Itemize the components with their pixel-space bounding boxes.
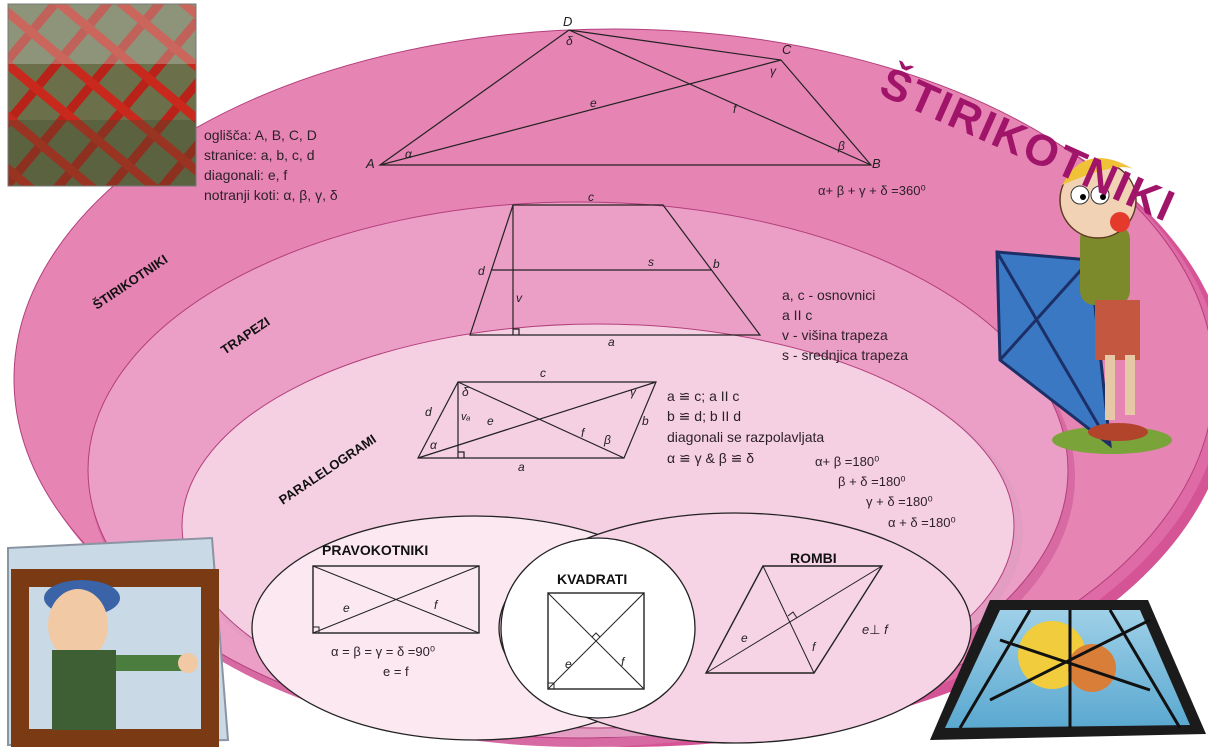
label-rombi: ROMBI bbox=[790, 550, 837, 566]
angle-alpha: α bbox=[405, 147, 412, 161]
rect-e: e bbox=[343, 601, 350, 615]
para-sum-3: γ + δ =180⁰ bbox=[866, 492, 933, 511]
para-info-3: diagonali se razpolavljata bbox=[667, 428, 824, 447]
vertex-C: C bbox=[782, 42, 791, 57]
quad-info-3: diagonali: e, f bbox=[204, 166, 287, 185]
trapez-b: b bbox=[713, 257, 720, 271]
para-d: d bbox=[425, 405, 432, 419]
rect-f: f bbox=[434, 598, 437, 612]
angle-beta: β bbox=[838, 139, 845, 153]
rect-info-2: e = f bbox=[383, 662, 409, 681]
region-kvadrati bbox=[501, 538, 695, 718]
trapez-info-3: v - višina trapeza bbox=[782, 326, 888, 345]
trapez-info-2: a II c bbox=[782, 306, 812, 325]
square-f: f bbox=[621, 655, 624, 669]
rhombus-f: f bbox=[812, 640, 815, 654]
para-f: f bbox=[581, 426, 584, 440]
trapez-v: v bbox=[516, 291, 522, 305]
red-lattice-photo bbox=[8, 4, 196, 186]
quad-info-2: stranice: a, b, c, d bbox=[204, 146, 315, 165]
trapez-a: a bbox=[608, 335, 615, 349]
para-sum-2: β + δ =180⁰ bbox=[838, 472, 906, 491]
para-sum-1: α+ β =180⁰ bbox=[815, 452, 879, 471]
para-delta: δ bbox=[462, 385, 469, 399]
quad-angle-sum: α+ β + γ + δ =360⁰ bbox=[818, 181, 926, 200]
para-b: b bbox=[642, 414, 649, 428]
angle-gamma: γ bbox=[770, 64, 776, 78]
label-kvadrati: KVADRATI bbox=[557, 571, 627, 587]
para-info-4: α ≌ γ & β ≌ δ bbox=[667, 449, 754, 468]
vertex-D: D bbox=[563, 14, 572, 29]
quad-info-1: oglišča: A, B, C, D bbox=[204, 126, 317, 145]
para-info-1: a ≌ c; a II c bbox=[667, 387, 739, 406]
quad-info-4: notranji koti: α, β, γ, δ bbox=[204, 186, 338, 205]
para-c: c bbox=[540, 366, 546, 380]
man-with-frame bbox=[8, 538, 228, 745]
angle-delta: δ bbox=[566, 34, 573, 48]
diagonal-e: e bbox=[590, 96, 597, 110]
trapez-info-1: a, c - osnovnici bbox=[782, 286, 875, 305]
para-sum-4: α + δ =180⁰ bbox=[888, 513, 956, 532]
para-alpha: α bbox=[430, 438, 437, 452]
rect-info-1: α = β = γ = δ =90⁰ bbox=[331, 642, 435, 661]
trapez-s: s bbox=[648, 255, 654, 269]
vertex-A: A bbox=[366, 156, 375, 171]
rhombus-info: e⊥ f bbox=[862, 620, 888, 639]
label-pravokotniki: PRAVOKOTNIKI bbox=[322, 542, 428, 558]
para-beta: β bbox=[604, 433, 611, 447]
diagonal-f: f bbox=[733, 102, 736, 116]
trapez-c: c bbox=[588, 190, 594, 204]
trapez-d: d bbox=[478, 264, 485, 278]
para-e: e bbox=[487, 414, 494, 428]
para-a: a bbox=[518, 460, 525, 474]
para-va: vₐ bbox=[461, 411, 470, 423]
vertex-B: B bbox=[872, 156, 881, 171]
rhombus-e: e bbox=[741, 631, 748, 645]
para-info-2: b ≌ d; b II d bbox=[667, 407, 741, 426]
square-e: e bbox=[565, 657, 572, 671]
para-gamma: γ bbox=[630, 385, 636, 399]
trapez-info-4: s - srednjica trapeza bbox=[782, 346, 908, 365]
